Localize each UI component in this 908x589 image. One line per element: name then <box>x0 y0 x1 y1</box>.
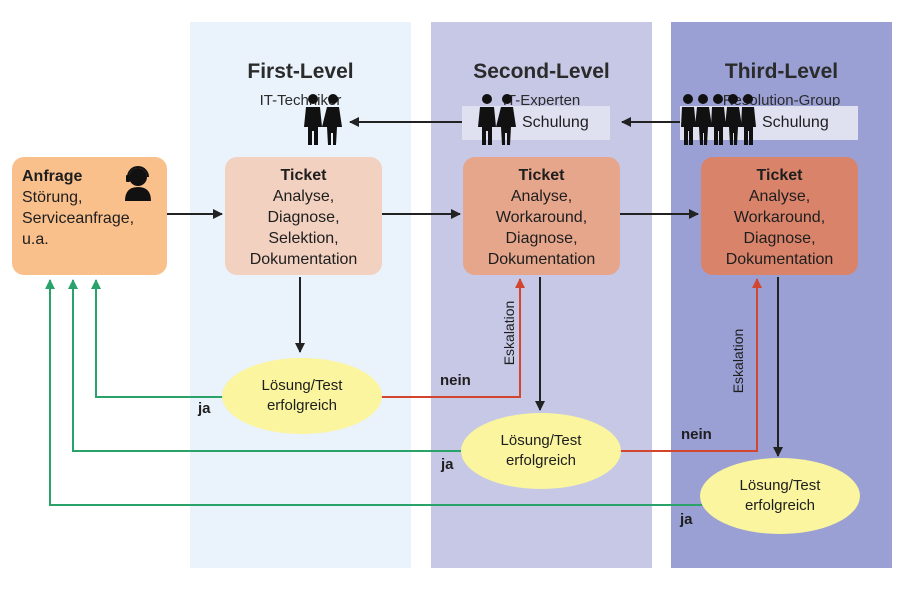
training-label: Schulung <box>762 114 829 131</box>
people-icon <box>478 94 516 145</box>
escalation-label: Eskalation <box>501 300 517 366</box>
no-label: nein <box>681 426 712 443</box>
escalation-label: Eskalation <box>730 328 746 394</box>
ticket-line: Workaround, <box>495 209 588 226</box>
request-line: Serviceanfrage, <box>22 210 135 227</box>
ticket-line: Analyse, <box>510 188 573 205</box>
escalation-arrow <box>380 278 525 398</box>
no-label: nein <box>440 372 471 389</box>
group-icon <box>681 94 756 145</box>
yes-label: ja <box>198 400 211 417</box>
solution-line: Lösung/Test <box>261 377 343 394</box>
training-label: Schulung <box>522 114 589 131</box>
ticket-line: Diagnose, <box>743 230 816 247</box>
ticket-line: Analyse, <box>748 188 811 205</box>
lane-title: Third-Level <box>724 60 839 83</box>
ticket-title: Ticket <box>756 167 803 184</box>
ticket-line: Workaround, <box>733 209 826 226</box>
lane-title: First-Level <box>247 60 354 83</box>
headset-agent-icon <box>125 166 151 201</box>
ticket-second-level: Ticket Analyse, Workaround, Diagnose, Do… <box>463 157 620 275</box>
ticket-line: Analyse, <box>272 188 335 205</box>
lane-title: Second-Level <box>473 60 610 83</box>
solution-line: Lösung/Test <box>500 432 582 449</box>
ticket-line: Dokumentation <box>249 251 358 268</box>
request-line: Störung, <box>22 189 83 206</box>
solution-line: erfolgreich <box>505 452 577 469</box>
yes-arrow <box>45 279 702 506</box>
ticket-third-level: Ticket Analyse, Workaround, Diagnose, Do… <box>701 157 858 275</box>
people-icon <box>304 94 342 145</box>
solution-ellipse-first-level: Lösung/Test erfolgreich <box>222 358 382 434</box>
lane-subtitle: IT-Experten <box>502 92 581 109</box>
request-line: u.a. <box>22 231 49 248</box>
request-title: Anfrage <box>22 168 83 185</box>
solution-line: Lösung/Test <box>739 477 821 494</box>
ticket-line: Selektion, <box>268 230 339 247</box>
ticket-line: Diagnose, <box>505 230 578 247</box>
solution-ellipse-third-level: Lösung/Test erfolgreich <box>700 458 860 534</box>
ticket-title: Ticket <box>280 167 327 184</box>
ticket-line: Dokumentation <box>725 251 834 268</box>
solution-line: erfolgreich <box>266 397 338 414</box>
yes-label: ja <box>680 511 693 528</box>
request-box: Anfrage Störung, Serviceanfrage, u.a. <box>12 157 167 275</box>
escalation-arrow <box>620 278 762 452</box>
solution-ellipse-second-level: Lösung/Test erfolgreich <box>461 413 621 489</box>
lane-subtitle: IT-Techniker <box>259 92 342 109</box>
yes-label: ja <box>441 456 454 473</box>
ticket-first-level: Ticket Analyse, Diagnose, Selektion, Dok… <box>225 157 382 275</box>
solution-line: erfolgreich <box>744 497 816 514</box>
yes-arrow <box>68 279 462 452</box>
yes-arrow <box>91 279 224 398</box>
ticket-title: Ticket <box>518 167 565 184</box>
ticket-line: Diagnose, <box>267 209 340 226</box>
ticket-line: Dokumentation <box>487 251 596 268</box>
